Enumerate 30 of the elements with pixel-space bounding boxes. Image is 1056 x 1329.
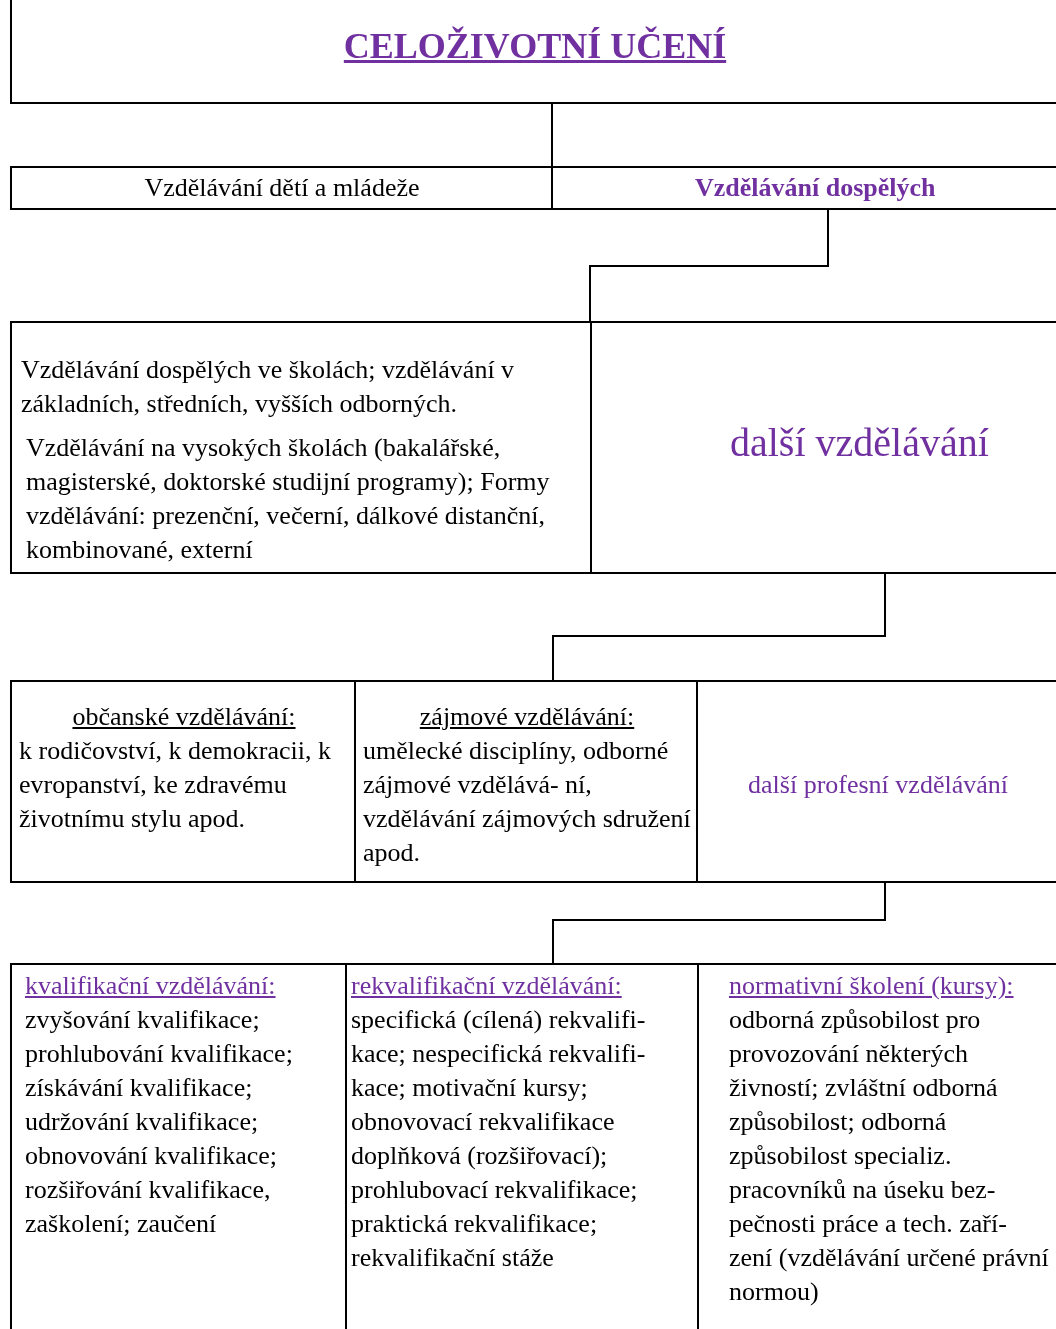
category-box	[551, 166, 1056, 210]
body-text: specifická (cílená) rekvalifi- kace; nespecifická rekvalifi- kace; motivační kursy; obnovovací rekvalifikace doplňková (rozšiřovací); prohlubovací rekvalifikace; praktická rekvalifikace; rekvalifikační stáže	[351, 1004, 647, 1274]
section-heading: kvalifikační vzdělávání:	[25, 970, 277, 1002]
title-heading: CELOŽIVOTNÍ UČENÍ	[342, 25, 728, 68]
category-box	[10, 0, 1056, 104]
category-label: další vzdělávání	[730, 419, 990, 467]
section-heading: normativní školení (kursy):	[729, 970, 1015, 1002]
body-text: Vzdělávání dospělých ve školách; vzdělávání v základních, středních, vyšších odborných.	[21, 354, 516, 420]
category-label: Vzdělávání dospělých	[695, 172, 937, 204]
body-text: k rodičovství, k demokracii, k evropanství, ke zdravému životnímu stylu apod.	[19, 735, 332, 835]
category-box	[10, 963, 347, 1329]
section-heading: zájmové vzdělávání:	[418, 701, 636, 733]
body-text: zvyšování kvalifikace; prohlubování kvalifikace; získávání kvalifikace; udržování kvalifikace; obnovování kvalifikace; rozšiřování kvalifikace, zaškolení; zaučení	[25, 1004, 294, 1240]
body-text: umělecké disciplíny, odborné zájmové vzdělává- ní, vzdělávání zájmových sdružení apod.	[363, 735, 692, 869]
connector-line	[589, 209, 829, 322]
section-heading: občanské vzdělávání:	[71, 701, 297, 733]
category-box	[590, 321, 1056, 574]
category-box	[354, 680, 698, 883]
connector-line	[552, 573, 886, 681]
category-box	[696, 680, 1056, 883]
body-text: odborná způsobilost pro provozování některých živností; zvláštní odborná způsobilost; odborná způsobilost specializ. pracovníků na úseku bez- pečnosti práce a tech. zaří- zení (vzdělávání určené právní normou)	[729, 1004, 1050, 1308]
category-label: Vzdělávání dětí a mládeže	[143, 172, 421, 204]
category-box	[10, 321, 592, 574]
connector-line	[551, 103, 553, 167]
category-box	[10, 680, 356, 883]
body-text: Vzdělávání na vysokých školách (bakalářské, magisterské, doktorské studijní programy); Formy vzdělávání: prezenční, večerní, dálkové distanční, kombinované, externí	[26, 432, 551, 566]
category-box	[10, 166, 553, 210]
section-heading: rekvalifikační vzdělávání:	[351, 970, 623, 1002]
category-label: další profesní vzdělávání	[747, 769, 1009, 801]
connector-line	[552, 882, 886, 964]
